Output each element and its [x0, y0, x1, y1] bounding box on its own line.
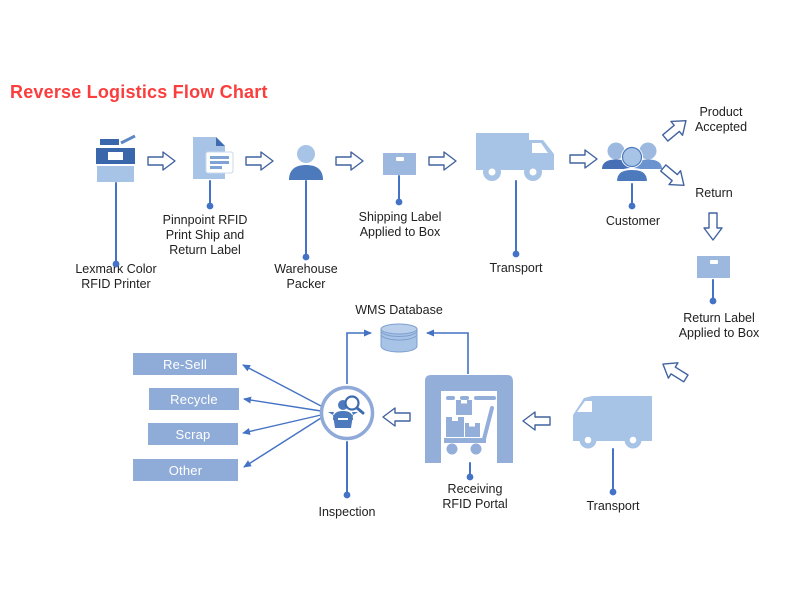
flow-arrow-right-icon — [569, 149, 598, 169]
label-transport-outbound: Transport — [489, 261, 543, 275]
disposition-label: Other — [168, 462, 203, 478]
rfid-portal-icon — [425, 375, 513, 463]
label-inspection: Inspection — [318, 505, 376, 519]
disposition-fan-arrows — [242, 364, 322, 468]
flow-arrow-down-left-icon — [662, 362, 689, 383]
disposition-label: Recycle — [170, 391, 218, 407]
flow-arrow-right-icon — [147, 151, 176, 171]
inspection-icon — [319, 385, 375, 441]
person-icon — [289, 145, 323, 180]
label-customer: Customer — [605, 214, 661, 228]
customer-group-icon — [602, 142, 662, 182]
page-title: Reverse Logistics Flow Chart — [10, 82, 268, 102]
label-wms-database: WMS Database — [355, 303, 443, 317]
document-icon — [193, 137, 234, 179]
printer-icon — [96, 134, 136, 182]
label-shipping-box: Shipping Label Applied to Box — [358, 210, 442, 239]
flow-arrow-down-icon — [703, 212, 723, 241]
labeled-box-icon — [383, 153, 416, 175]
van-icon — [573, 396, 652, 449]
flow-arrow-right-icon — [335, 151, 364, 171]
label-packer: Warehouse Packer — [274, 262, 338, 291]
disposition-box-recycle: Recycle — [149, 388, 239, 410]
disposition-label: Scrap — [175, 426, 211, 442]
truck-icon — [476, 133, 554, 181]
flow-arrow-right-icon — [428, 151, 457, 171]
label-return-box: Return Label Applied to Box — [678, 311, 760, 340]
flow-arrow-left-icon — [382, 407, 411, 427]
return-arrow-icon — [660, 164, 685, 187]
label-product-accepted: Product Accepted — [694, 105, 748, 134]
label-return: Return — [695, 186, 733, 200]
flow-arrow-left-icon — [522, 411, 551, 431]
disposition-box-resell: Re-Sell — [133, 353, 237, 375]
disposition-box-scrap: Scrap — [148, 423, 238, 445]
label-rfid-doc: Pinnpoint RFID Print Ship and Return Lab… — [162, 213, 248, 257]
flow-arrow-right-icon — [245, 151, 274, 171]
label-transport-return: Transport — [586, 499, 640, 513]
disposition-box-other: Other — [133, 459, 238, 481]
label-rfid-portal: Receiving RFID Portal — [442, 482, 508, 511]
database-icon — [380, 323, 418, 353]
product-accepted-arrow-icon — [662, 119, 687, 142]
label-printer: Lexmark Color RFID Printer — [75, 262, 157, 291]
labeled-box-icon — [697, 256, 730, 278]
disposition-label: Re-Sell — [162, 356, 208, 372]
